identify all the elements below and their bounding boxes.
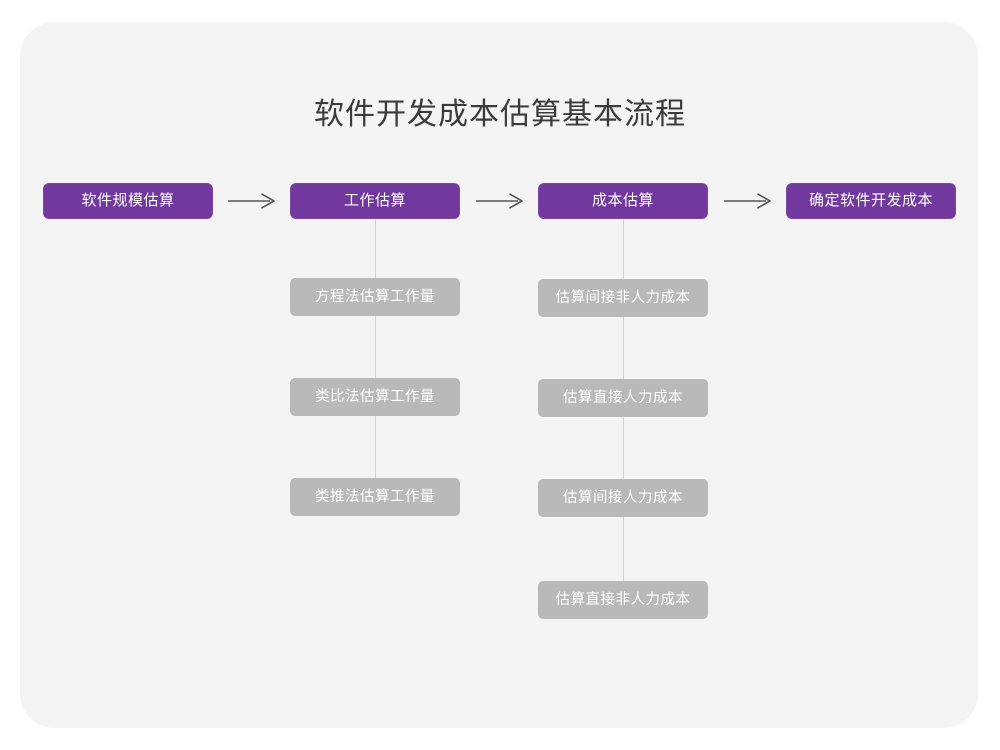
flow-subnode-branch-cost-estimation-1[interactable]: 估算间接非人力成本 — [538, 279, 708, 317]
flow-subnode-branch-cost-estimation-3[interactable]: 估算间接人力成本 — [538, 479, 708, 517]
flow-subnode-branch-work-estimation-2[interactable]: 类比法估算工作量 — [290, 378, 460, 416]
flow-node-step-4[interactable]: 确定软件开发成本 — [786, 183, 956, 219]
flow-subnode-branch-cost-estimation-4[interactable]: 估算直接非人力成本 — [538, 581, 708, 619]
flow-subnode-branch-work-estimation-1[interactable]: 方程法估算工作量 — [290, 278, 460, 316]
arrow-icon-1 — [226, 188, 278, 214]
arrow-icon-2 — [474, 188, 526, 214]
arrow-icon-3 — [722, 188, 774, 214]
flow-node-step-3[interactable]: 成本估算 — [538, 183, 708, 219]
flow-node-step-2[interactable]: 工作估算 — [290, 183, 460, 219]
connector-line-branch-work-estimation — [375, 219, 376, 478]
flow-subnode-branch-work-estimation-3[interactable]: 类推法估算工作量 — [290, 478, 460, 516]
flow-node-step-1[interactable]: 软件规模估算 — [43, 183, 213, 219]
diagram-card — [20, 22, 978, 728]
page-title: 软件开发成本估算基本流程 — [314, 98, 686, 131]
flow-subnode-branch-cost-estimation-2[interactable]: 估算直接人力成本 — [538, 379, 708, 417]
